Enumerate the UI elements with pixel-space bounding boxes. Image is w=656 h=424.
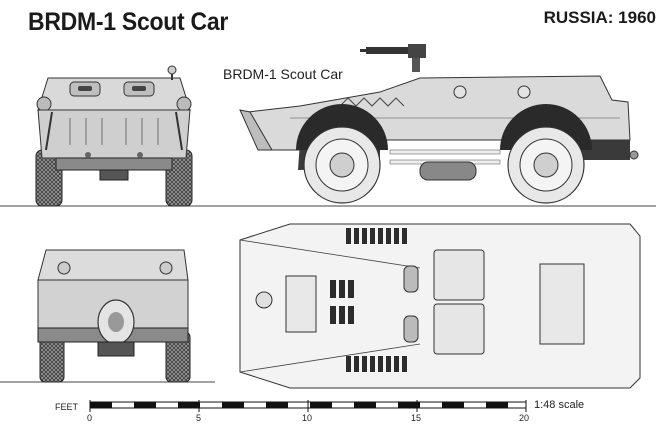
top-view [239,223,641,389]
scale-ratio-label: 1:48 scale [534,399,585,411]
scale-tick-15: 15 [411,413,422,423]
side-view [239,44,639,204]
front-view [35,65,193,207]
country-year-label: RUSSIA: 1960 [543,8,656,27]
scale-tick-5: 5 [196,413,202,423]
scale-unit-label: FEET [55,402,79,412]
side-view-caption: BRDM-1 Scout Car [223,66,343,82]
page-title: BRDM-1 Scout Car [28,8,229,36]
machine-gun [366,47,410,54]
scale-tick-0: 0 [87,413,93,423]
scale-tick-10: 10 [302,413,313,423]
scale-bar [89,400,527,412]
rear-view [37,249,191,383]
scale-tick-20: 20 [519,413,530,423]
